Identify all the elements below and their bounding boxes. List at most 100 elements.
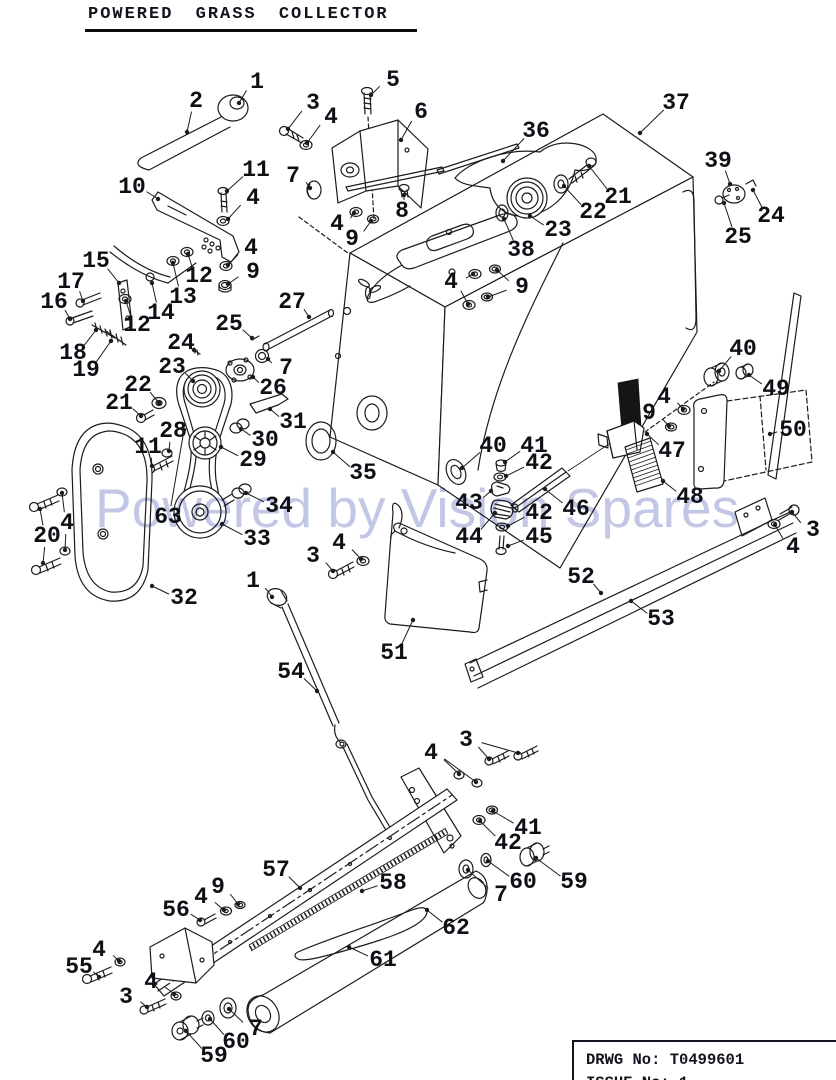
callout-dot: [221, 907, 227, 913]
part-callout-31: 31: [279, 409, 307, 435]
strap-47-48: [597, 378, 715, 493]
part-callout-16: 16: [40, 289, 68, 315]
callout-leader: [467, 869, 489, 889]
part-callout-18: 18: [59, 340, 87, 366]
callout-leader: [306, 124, 321, 144]
callout-dot: [190, 378, 196, 384]
callout-leader: [723, 202, 733, 227]
callout-leader: [287, 110, 303, 130]
callout-dot: [505, 543, 511, 549]
callout-leader: [209, 1018, 225, 1036]
part-callout-37: 37: [662, 90, 690, 116]
callout-dot: [166, 448, 172, 454]
part-callout-41: 41: [514, 815, 542, 841]
callout-leader: [227, 204, 242, 220]
part-callout-54: 54: [277, 659, 305, 685]
part-callout-7: 7: [279, 355, 293, 381]
part-callout-23: 23: [158, 354, 186, 380]
callout-dot: [398, 137, 404, 143]
callout-dot: [330, 449, 336, 455]
part-callout-3: 3: [306, 543, 320, 569]
callout-dot: [561, 183, 567, 189]
part-callout-60: 60: [222, 1029, 250, 1055]
callout-dot: [368, 92, 374, 98]
callout-dot: [314, 688, 320, 694]
callout-leader: [496, 269, 510, 282]
part-callout-47: 47: [658, 438, 686, 464]
part-callout-3: 3: [459, 727, 473, 753]
callout-dot: [226, 1006, 232, 1012]
part-callout-9: 9: [345, 226, 359, 252]
callout-leader: [220, 446, 239, 457]
callout-leader: [39, 508, 44, 526]
issue-no-label: ISSUE No:: [586, 1074, 670, 1080]
callout-dot: [494, 267, 500, 273]
callout-dot: [586, 163, 592, 169]
callout-dot: [533, 855, 539, 861]
callout-leader: [487, 860, 510, 877]
callout-leader: [149, 391, 160, 404]
callout-dot: [243, 490, 249, 496]
part-callout-21: 21: [604, 184, 632, 210]
callout-dot: [149, 583, 155, 589]
callout-dot: [93, 327, 99, 333]
part-callout-27: 27: [278, 289, 306, 315]
callout-dot: [456, 771, 462, 777]
part-callout-4: 4: [424, 740, 438, 766]
bracket-50: [693, 292, 813, 490]
callout-dot: [170, 260, 176, 266]
callout-leader: [426, 909, 443, 923]
callout-dot: [346, 944, 352, 950]
callout-leader: [151, 282, 157, 303]
callout-leader: [444, 758, 477, 783]
callout-dot: [307, 185, 313, 191]
callout-dot: [267, 406, 273, 412]
callout-dot: [401, 192, 407, 198]
callout-dot: [181, 427, 187, 433]
callout-dot: [37, 506, 43, 512]
callout-dot: [772, 522, 778, 528]
callout-leader: [507, 516, 525, 527]
callout-leader: [503, 218, 514, 241]
callout-dot: [191, 347, 197, 353]
callout-leader: [718, 356, 732, 372]
callout-dot: [249, 335, 255, 341]
callout-dot: [225, 216, 231, 222]
part-callout-40: 40: [729, 336, 757, 362]
callout-dot: [644, 431, 650, 437]
part-callout-51: 51: [380, 640, 408, 666]
part-callout-24: 24: [167, 330, 195, 356]
title-block: DRWG No: T0499601 ISSUE No: 1: [572, 1040, 836, 1080]
callout-dot: [501, 216, 507, 222]
part-callout-11: 11: [242, 157, 270, 183]
callout-dot: [358, 556, 364, 562]
callout-dot: [197, 917, 203, 923]
callout-dot: [116, 958, 122, 964]
callout-leader: [401, 619, 414, 644]
part-callout-63: 63: [154, 504, 182, 530]
callout-dot: [492, 510, 498, 516]
callout-leader: [107, 268, 120, 284]
callout-dot: [628, 598, 634, 604]
callout-leader: [481, 742, 519, 754]
callout-leader: [332, 451, 351, 468]
callout-dot: [721, 200, 727, 206]
callout-dot: [500, 158, 506, 164]
ring-35: [305, 421, 337, 461]
callout-leader: [228, 1008, 244, 1023]
callout-leader: [535, 857, 561, 877]
callout-dot: [236, 100, 242, 106]
part-callout-52: 52: [567, 564, 595, 590]
callout-dot: [250, 374, 256, 380]
callout-leader: [61, 492, 65, 513]
callout-dot: [485, 294, 491, 300]
part-callout-60: 60: [509, 869, 537, 895]
callout-dot: [488, 488, 494, 494]
callout-dot: [149, 280, 155, 286]
callout-leader: [588, 165, 608, 190]
part-callout-1: 1: [246, 568, 260, 594]
part-callout-5: 5: [386, 67, 400, 93]
callout-leader: [151, 585, 170, 595]
